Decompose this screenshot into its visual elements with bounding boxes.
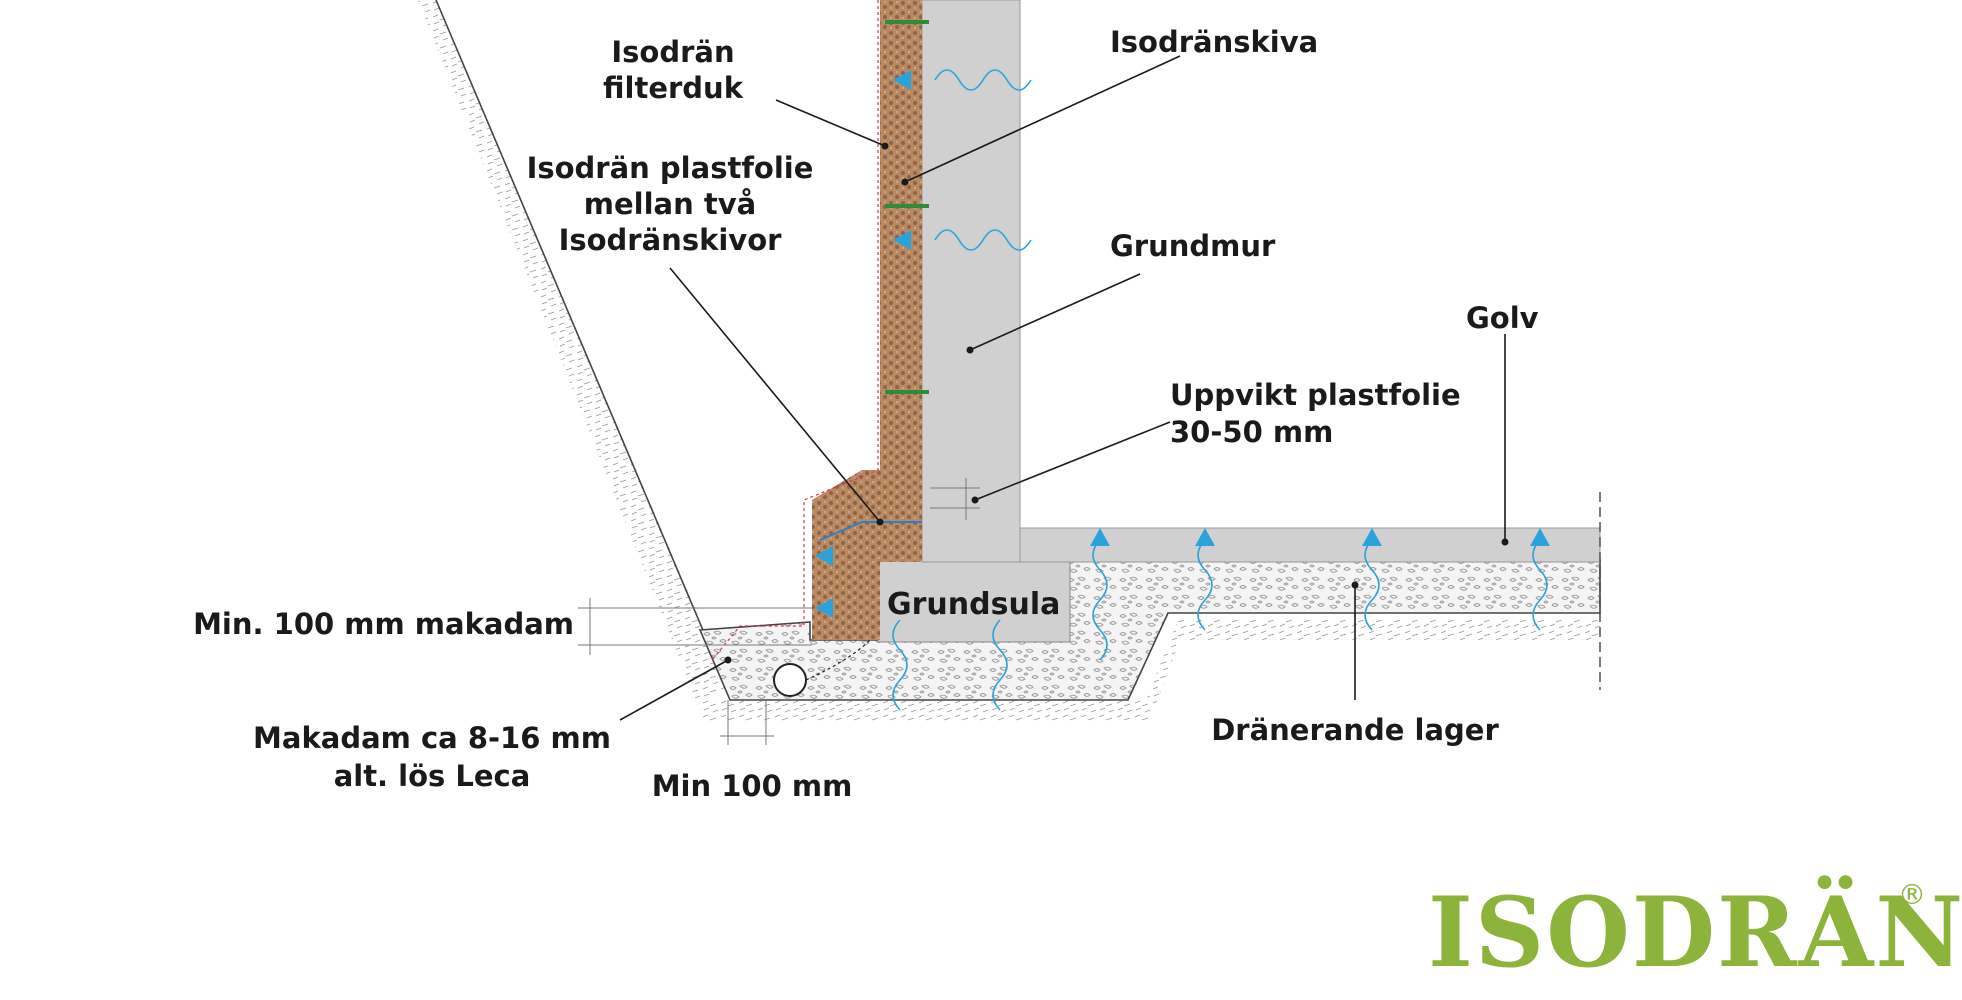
label-isodranskiva: Isodränskiva <box>1110 25 1318 59</box>
plastic-foil-between-boards <box>819 521 922 541</box>
label-makadam-2: alt. lös Leca <box>334 759 531 793</box>
label-filterduk-2: filterduk <box>603 71 744 105</box>
label-uppvikt-2: 30-50 mm <box>1170 415 1333 449</box>
logo-registered-mark: ® <box>1898 878 1926 911</box>
label-plastfolie-2: mellan två <box>584 187 756 221</box>
logo-wordmark: ISODRÄN <box>1428 876 1962 989</box>
label-plastfolie-3: Isodränskivor <box>559 223 783 257</box>
dimension-lines <box>578 478 980 745</box>
label-min-makadam: Min. 100 mm makadam <box>193 607 574 641</box>
subsoil-hatch <box>696 620 1600 722</box>
label-makadam-1: Makadam ca 8-16 mm <box>253 721 611 755</box>
water-flow-indicators <box>892 69 1548 711</box>
label-plastfolie-1: Isodrän plastfolie <box>527 151 814 185</box>
leader-lines <box>619 55 1509 721</box>
footing-grundsula <box>877 559 1071 643</box>
label-grundsula: Grundsula <box>887 587 1060 622</box>
board-fasteners <box>885 20 929 394</box>
filter-fabric-membrane <box>711 0 879 661</box>
label-grundmur: Grundmur <box>1110 229 1276 263</box>
water-arrowheads <box>815 70 1550 618</box>
label-filterduk-1: Isodrän <box>611 35 734 69</box>
label-min-100: Min 100 mm <box>652 769 853 803</box>
foundation-wall-grundmur <box>921 0 1021 563</box>
isodran-logo: ISODRÄN ® <box>1428 876 1962 989</box>
label-dranerande: Dränerande lager <box>1211 713 1499 747</box>
drainage-pipe <box>773 639 871 697</box>
label-golv: Golv <box>1466 301 1539 335</box>
diagram-labels: Isodrän filterduk Isodränskiva Isodrän p… <box>193 25 1539 803</box>
label-uppvikt-1: Uppvikt plastfolie <box>1170 378 1461 412</box>
isodran-insulation-board <box>812 0 922 640</box>
excavation-slope <box>418 0 731 700</box>
